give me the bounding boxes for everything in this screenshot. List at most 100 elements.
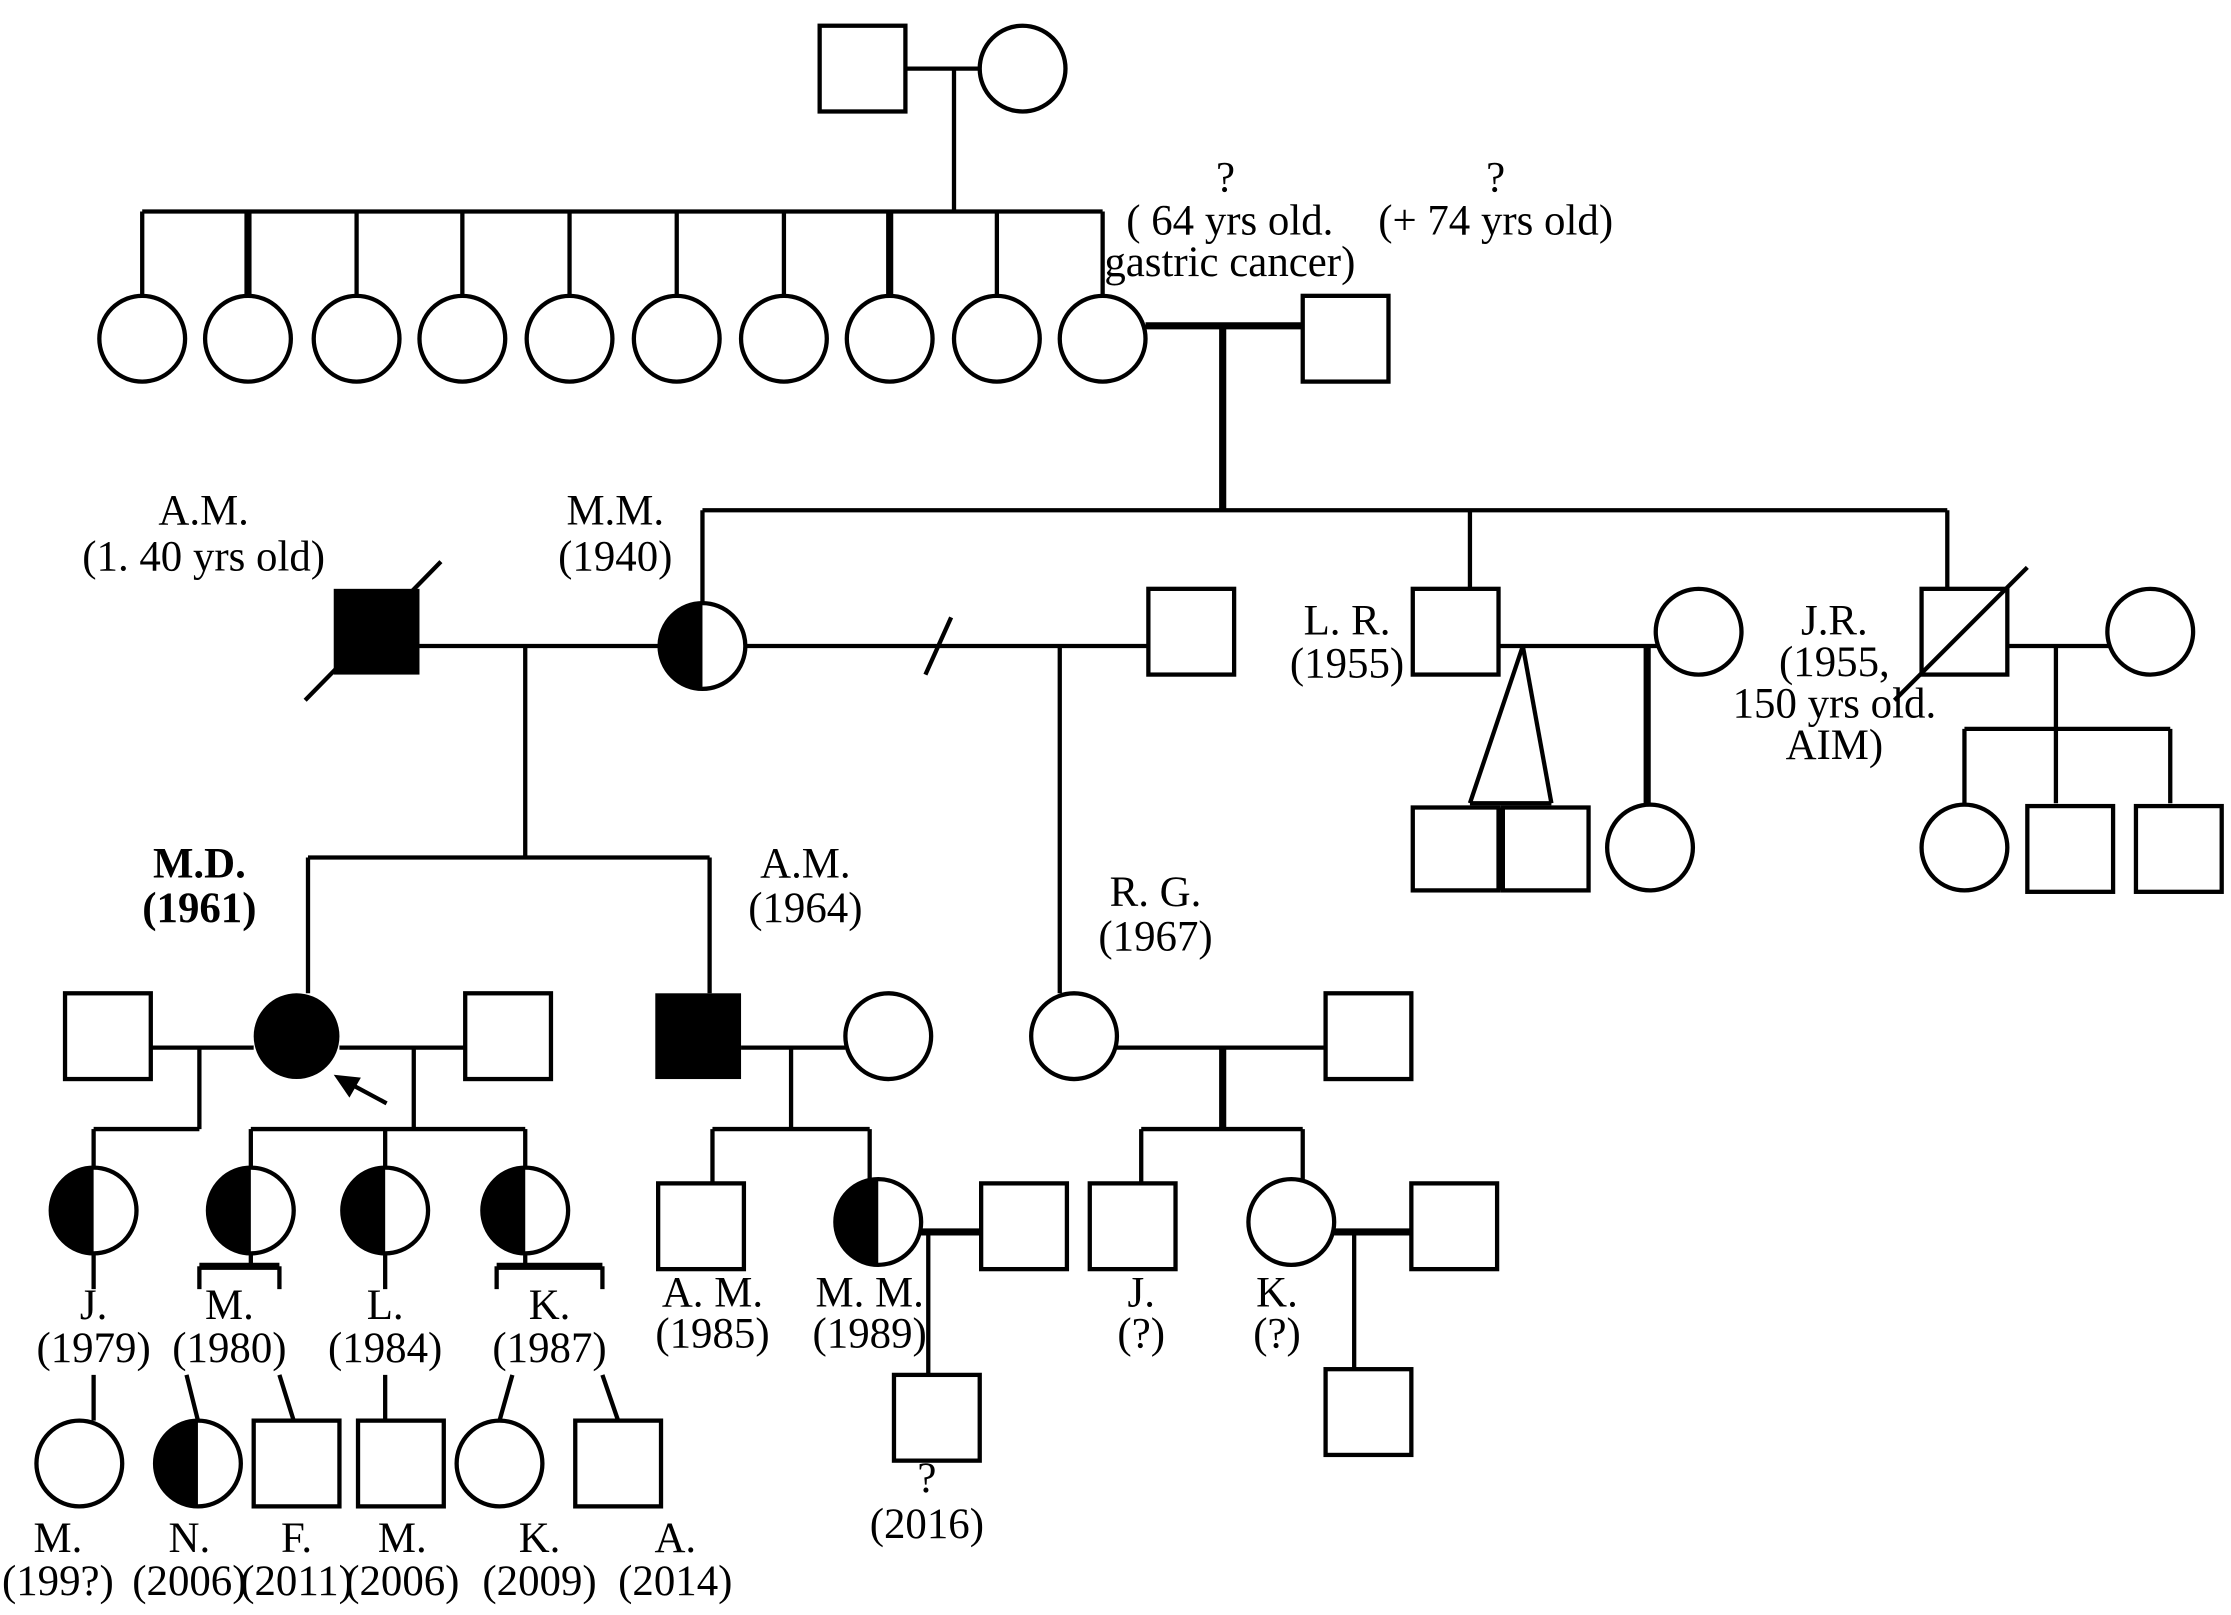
j2-name: J. — [1128, 1269, 1155, 1316]
gk-year: (2009) — [482, 1558, 596, 1605]
generation-4-cousins — [1410, 802, 2224, 894]
gen2-sister-7 — [738, 293, 829, 384]
rg-daughter-k — [1246, 1176, 1337, 1267]
jr-line-2: (1955, — [1779, 639, 1890, 686]
md-proband-female — [253, 993, 340, 1080]
grandmother-label-2: ( 64 yrs old. — [1126, 197, 1333, 244]
gk-name: K. — [519, 1515, 561, 1562]
gchild-m-male — [355, 1418, 446, 1509]
jr-name: J.R. — [1801, 598, 1868, 645]
gen2-sister-8 — [844, 293, 935, 384]
lr-year: (1955) — [1290, 640, 1404, 687]
rg-female — [1029, 991, 1120, 1082]
lr-twin-son-2 — [1500, 805, 1591, 893]
gm-year: (199?) — [2, 1558, 114, 1605]
gm2-name: M. — [378, 1515, 427, 1562]
divorce-mark — [923, 616, 954, 676]
proband-arrow — [333, 1074, 388, 1106]
gf-year: (2011) — [240, 1558, 353, 1605]
gn-year: (2006) — [132, 1558, 246, 1605]
mm2-name: M. M. — [815, 1269, 923, 1316]
generation-4 — [62, 855, 1414, 1184]
jr-line-4: AIM) — [1786, 722, 1884, 769]
am2-year: (1964) — [748, 885, 862, 932]
gen2-sister-9 — [951, 293, 1042, 384]
k-carrier-female — [480, 1165, 571, 1256]
rg-son-j — [1087, 1181, 1178, 1272]
grandmother-label-1: ? — [1216, 155, 1235, 202]
md-year: (1961) — [142, 885, 256, 932]
ga-name: A. — [654, 1515, 696, 1562]
mm-year: (1940) — [558, 533, 672, 580]
am3-name: A. M. — [662, 1269, 763, 1316]
gm2-year: (2006) — [345, 1558, 459, 1605]
gen2-sister-5 — [524, 293, 615, 384]
rg-year: (1967) — [1098, 913, 1212, 960]
l-year: (1984) — [328, 1325, 442, 1372]
j-carrier-female — [48, 1165, 139, 1256]
q-name: ? — [917, 1455, 936, 1502]
md-name: M.D. — [153, 841, 246, 888]
mm-second-partner — [1146, 586, 1237, 677]
mm-carrier-female — [657, 600, 748, 692]
gm-name: M. — [33, 1515, 82, 1562]
jr-son-1 — [2025, 803, 2116, 894]
grandfather-label-1: ? — [1486, 155, 1505, 202]
lr-spouse — [1653, 586, 1744, 677]
am-name: A.M. — [158, 488, 248, 535]
k-year: (1987) — [492, 1325, 606, 1372]
k-name: K. — [529, 1282, 571, 1329]
am-1985-male — [656, 1181, 747, 1272]
k2-name: K. — [1256, 1269, 1298, 1316]
gen2-sister-6 — [631, 293, 722, 384]
mm-child-2016 — [891, 1372, 982, 1463]
gen1-male — [817, 23, 908, 114]
gchild-m-female — [34, 1418, 125, 1509]
am2-name: A.M. — [760, 841, 851, 888]
am-1964-affected-male — [655, 993, 742, 1080]
m-carrier-female — [205, 1165, 296, 1256]
mm-1989-spouse — [979, 1181, 1070, 1272]
jr-son-2 — [2133, 803, 2224, 894]
gchild-f-male — [251, 1418, 342, 1509]
grandfather-label-2: (+ 74 yrs old) — [1378, 197, 1613, 244]
am-1964-spouse — [843, 991, 934, 1082]
deceased-mark — [303, 560, 443, 702]
grandmother-label-3: gastric cancer) — [1104, 239, 1355, 286]
gen2-grandmother — [1057, 293, 1148, 384]
mm2-year: (1989) — [813, 1311, 927, 1358]
jr-daughter — [1919, 802, 2010, 893]
md-first-partner — [62, 991, 153, 1082]
jr-spouse — [2105, 586, 2196, 677]
mm-name: M.M. — [566, 488, 664, 535]
j2-year: (?) — [1117, 1311, 1165, 1358]
gf-name: F. — [281, 1515, 312, 1562]
gchild-n-carrier-female — [152, 1418, 243, 1509]
gn-name: N. — [169, 1515, 211, 1562]
gen1-female — [977, 23, 1068, 114]
gen2-sister-4 — [417, 293, 508, 384]
lr-name: L. R. — [1304, 598, 1391, 645]
gen2-sister-2 — [202, 293, 293, 384]
am-deceased-male — [333, 588, 420, 675]
deceased-mark — [1892, 565, 2029, 702]
m-year: (1980) — [172, 1325, 286, 1372]
generation-3 — [303, 508, 2196, 994]
gchild-a-male — [573, 1418, 664, 1509]
gen2-sister-1 — [97, 293, 188, 384]
jr-line-3: 150 yrs old. — [1733, 680, 1937, 727]
l-name: L. — [367, 1282, 404, 1329]
labels: ? ( 64 yrs old. gastric cancer) ? (+ 74 … — [2, 155, 1936, 1605]
gen2-sister-3 — [311, 293, 402, 384]
j-year: (1979) — [36, 1325, 150, 1372]
gchild-k-female — [454, 1418, 545, 1509]
j-name: J. — [80, 1282, 107, 1329]
ga-year: (2014) — [618, 1558, 732, 1605]
generation-2 — [97, 209, 1391, 511]
k-spouse — [1409, 1181, 1500, 1272]
generation-6 — [34, 1367, 1414, 1509]
lr-male — [1410, 586, 1501, 677]
gen2-grandfather — [1300, 293, 1391, 384]
k2-year: (?) — [1253, 1311, 1301, 1358]
